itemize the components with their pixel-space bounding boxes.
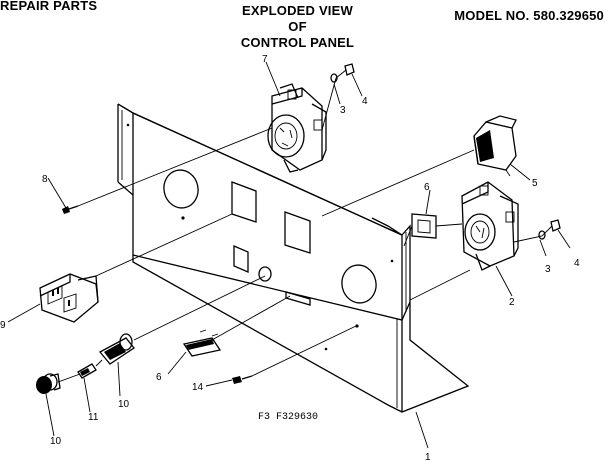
assembly-leader-lines: [57, 69, 553, 383]
screw-part-14: [232, 375, 253, 384]
receptacle-part-7: [267, 83, 327, 173]
callout-4-upper: 4: [362, 96, 368, 107]
callout-10-holder: 10: [118, 399, 130, 410]
figure-caption: F3 F329630: [258, 412, 318, 423]
fuse-cap-part-10: [36, 373, 61, 394]
callout-1: 1: [425, 452, 431, 463]
callout-3-upper: 3: [340, 105, 346, 116]
callout-11: 11: [88, 412, 99, 423]
callout-5: 5: [532, 178, 538, 189]
frame-part-6-right: [411, 213, 437, 239]
callout-numbers: 1 2 3 4 3 4 5 6 6 7 8 9 10 10 11 14: [0, 54, 580, 463]
terminal-strip-part-6: [182, 329, 222, 357]
callout-7: 7: [262, 54, 268, 65]
nut-washer-lower: [538, 219, 561, 240]
callout-6-lower: 6: [156, 372, 162, 383]
header-repair-parts: REPAIR PARTS: [0, 0, 98, 13]
callout-8: 8: [42, 174, 48, 185]
callout-3-lower: 3: [545, 264, 551, 275]
fuse-holder-part-10: [98, 333, 135, 365]
rocker-switch-part-5: [473, 115, 517, 177]
callout-14: 14: [192, 382, 204, 393]
header-title-line-1: EXPLODED VIEW: [242, 3, 353, 18]
receptacle-part-2: [461, 181, 519, 271]
header-title-line-3: CONTROL PANEL: [240, 35, 355, 50]
callout-9: 9: [0, 320, 6, 331]
nut-washer-upper: [330, 63, 355, 83]
screw-part-8: [62, 205, 79, 214]
header-title-line-2: OF: [288, 19, 307, 34]
callout-leaders: [7, 61, 571, 449]
fuse-part-11: [77, 363, 97, 379]
header-model-number: MODEL NO. 580.329650: [454, 8, 604, 23]
header-title: EXPLODED VIEW OF CONTROL PANEL: [225, 3, 370, 51]
callout-2: 2: [509, 297, 515, 308]
callout-4-lower: 4: [574, 258, 580, 269]
control-panel-part-1: [117, 103, 470, 413]
callout-6-right: 6: [424, 182, 430, 193]
callout-10-cap: 10: [50, 436, 62, 447]
outlet-part-9: [39, 273, 99, 323]
